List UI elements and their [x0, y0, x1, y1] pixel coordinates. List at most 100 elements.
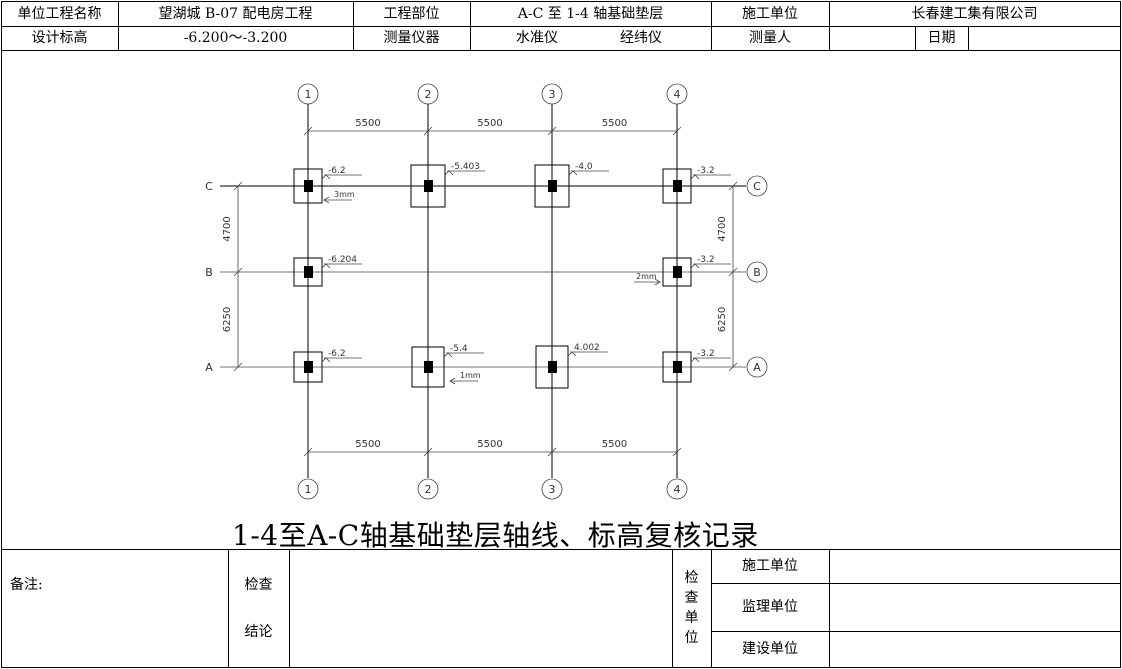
footing-pad-C2: [410, 164, 446, 208]
inspect-units-char-1: 检: [684, 570, 699, 586]
footing-pad-A1: [293, 351, 323, 383]
offset-arrowhead-C1: [323, 196, 330, 204]
axis-bubble-right-A: [746, 356, 768, 378]
footer-col-3: [672, 549, 673, 668]
footing-column-C4: [673, 180, 682, 192]
work-part-label: 工程部位: [383, 5, 440, 22]
offset-arrowhead-A2: [449, 377, 456, 385]
dim-text-bottom-3: 5500: [602, 439, 627, 450]
footing-pad-B1: [293, 257, 323, 287]
footing-column-C1: [304, 180, 313, 192]
elevation-text-C4: -3.2: [697, 166, 715, 176]
header-col-1: [118, 1, 119, 51]
axis-label-bottom-3: 3: [549, 483, 556, 496]
axis-bubble-bottom-3: [541, 478, 563, 500]
frame-right: [1120, 1, 1121, 668]
project-name-value: 望湖城 B-07 配电房工程: [158, 5, 313, 22]
footing-column-C3: [548, 180, 557, 192]
footer-row-1: [711, 583, 1121, 584]
axis-label-top-3: 3: [549, 88, 556, 101]
axis-label-top-4: 4: [674, 88, 681, 101]
dim-tick-left-B: [233, 267, 243, 277]
frame-bottom: [1, 667, 1121, 668]
footing-column-C2: [424, 180, 433, 192]
footing-pad-C3: [534, 164, 570, 208]
elevation-mark-A2: [443, 352, 453, 358]
footer-top: [1, 549, 1121, 550]
axis-label-top-1: 1: [305, 88, 312, 101]
dim-text-right-2: 6250: [717, 307, 728, 332]
inspect-units-label: 检 查 单 位: [672, 552, 711, 664]
dim-tick-top-3: [547, 126, 557, 136]
axis-bubble-bottom-2: [417, 478, 439, 500]
frame-top: [1, 1, 1121, 2]
dim-text-top-3: 5500: [602, 118, 627, 129]
construction-unit-signature[interactable]: [830, 550, 1120, 583]
dim-tick-bottom-2: [423, 447, 433, 457]
date-label: 日期: [927, 30, 956, 46]
axis-label-left-A: A: [205, 361, 213, 374]
axis-bubble-top-2: [417, 83, 439, 105]
axis-label-left-C: C: [205, 180, 213, 193]
axis-bubble-top-1: [297, 83, 319, 105]
owner-unit-signature[interactable]: [830, 632, 1120, 667]
header-col-7: [968, 26, 969, 51]
header-col-2: [353, 1, 354, 51]
header-row-divider: [1, 26, 1121, 27]
elevation-mark-B4: [690, 263, 700, 269]
elevation-text-C3: -4.0: [575, 162, 593, 172]
axis-bubble-right-B: [746, 261, 768, 283]
elevation-mark-A4: [690, 357, 700, 363]
axis-bubble-bottom-1: [297, 478, 319, 500]
footing-column-B4: [673, 266, 682, 278]
inspect-units-char-4: 位: [684, 630, 699, 646]
dim-tick-top-2: [423, 126, 433, 136]
project-name-label: 单位工程名称: [17, 5, 102, 22]
axis-label-right-C: C: [753, 180, 761, 193]
elevation-mark-C2: [444, 170, 454, 176]
contractor-label: 施工单位: [742, 5, 798, 22]
instrument-level: 水准仪: [516, 30, 558, 46]
elevation-mark-C4: [690, 174, 700, 180]
check-conclusion-field[interactable]: [290, 550, 672, 667]
header-col-5: [829, 1, 830, 51]
dim-text-left-2: 6250: [222, 307, 233, 332]
frame-left: [1, 1, 2, 668]
axis-label-bottom-1: 1: [305, 483, 312, 496]
elevation-mark-C1: [321, 174, 331, 180]
axis-label-top-2: 2: [425, 88, 432, 101]
remarks-label: 备注:: [10, 577, 43, 593]
axis-bubble-top-3: [541, 83, 563, 105]
footing-column-A3: [548, 361, 557, 373]
work-part-value: A-C 至 1-4 轴基础垫层: [517, 5, 664, 22]
axis-label-left-B: B: [205, 266, 213, 279]
elevation-text-A2: -5.4: [450, 344, 468, 354]
drawing-title: 1-4至A-C轴基础垫层轴线、标高复核记录: [232, 519, 759, 552]
dim-tick-left-C: [233, 181, 243, 191]
footing-column-A1: [304, 361, 313, 373]
dim-tick-right-C: [728, 181, 738, 191]
elevation-text-B1: -6.204: [328, 255, 357, 265]
axis-label-bottom-4: 4: [674, 483, 681, 496]
axis-bubble-top-4: [666, 83, 688, 105]
elevation-mark-C3: [568, 170, 578, 176]
elevation-text-B4: -3.2: [697, 255, 715, 265]
elevation-mark-A3: [567, 351, 577, 357]
header-bottom: [1, 50, 1121, 51]
footing-pad-B4: [662, 257, 692, 287]
elevation-text-A4: -3.2: [697, 349, 715, 359]
design-elevation-label: 设计标高: [31, 30, 88, 46]
dim-tick-top-1: [303, 126, 313, 136]
footer-col-4: [711, 549, 712, 668]
elevation-mark-A1: [321, 357, 331, 363]
dim-tick-bottom-3: [547, 447, 557, 457]
footing-column-B1: [304, 266, 313, 278]
dim-tick-top-4: [672, 126, 682, 136]
offset-text-B4: 2mm: [636, 272, 657, 281]
footing-pad-A2: [411, 346, 445, 388]
surveyor-label: 测量人: [749, 30, 791, 46]
supervision-unit-label: 监理单位: [742, 599, 798, 615]
axis-label-right-A: A: [753, 361, 761, 374]
supervision-unit-signature[interactable]: [830, 584, 1120, 631]
